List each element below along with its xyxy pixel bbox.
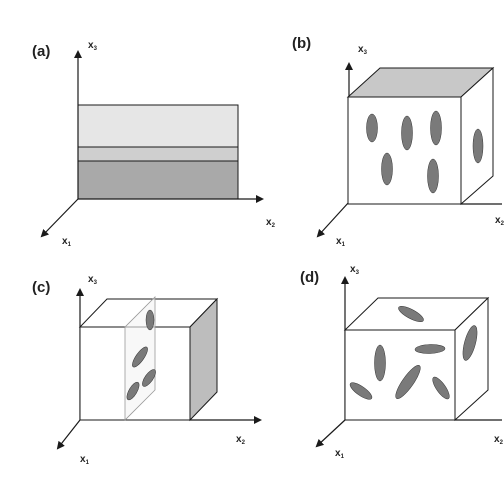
- axis-x3-label: x3: [88, 40, 98, 52]
- inclusion-ellipse: [395, 365, 421, 399]
- inclusion-ellipse: [142, 369, 156, 387]
- axis-x3-label: x3: [88, 274, 98, 286]
- inclusion-ellipse: [432, 376, 450, 400]
- axis-x1: [56, 419, 81, 450]
- panel-a: (a) x3 x2 x1: [32, 40, 276, 248]
- panel-c-label: (c): [32, 279, 50, 296]
- inclusion-ellipse: [381, 152, 393, 186]
- axis-x3-label: x3: [358, 44, 368, 56]
- layer-bottom: [77, 160, 239, 200]
- panel-a-label: (a): [32, 43, 50, 60]
- inclusion-ellipse: [132, 346, 148, 368]
- axis-x1: [40, 198, 79, 238]
- axis-x1: [315, 419, 346, 448]
- panel-d: (d) x3 x2 x1: [300, 264, 504, 460]
- panel-b: (b) x3 x2 x1: [292, 35, 504, 248]
- axis-x2-label: x2: [495, 215, 504, 227]
- panel-c: (c) x3 x2 x1: [32, 274, 262, 466]
- axis-x1-label: x1: [80, 454, 90, 466]
- inclusion-ellipse: [427, 158, 439, 194]
- inclusion-ellipse: [126, 381, 140, 401]
- inclusion-ellipse: [414, 344, 446, 354]
- cube-front-face: [347, 96, 462, 205]
- axis-x3-label: x3: [350, 264, 360, 276]
- inclusion-ellipse: [430, 110, 442, 146]
- inclusion-ellipse: [145, 309, 155, 331]
- layer-middle: [77, 146, 239, 162]
- inclusion-ellipse: [472, 128, 484, 164]
- inclusion-ellipse: [398, 306, 424, 322]
- inclusion-ellipse: [401, 115, 413, 151]
- inclusion-ellipse: [462, 325, 478, 361]
- inclusion-ellipse: [366, 113, 378, 143]
- axis-x2-label: x2: [494, 434, 504, 446]
- cube-front-face: [344, 329, 456, 421]
- layer-top: [77, 104, 239, 148]
- axis-x1-label: x1: [62, 236, 72, 248]
- axis-x1-label: x1: [335, 448, 345, 460]
- axis-x1: [316, 201, 350, 238]
- inclusion-ellipse: [349, 382, 373, 400]
- inclusion-ellipse: [374, 344, 386, 382]
- panel-d-label: (d): [300, 269, 319, 286]
- axis-x2-label: x2: [236, 434, 246, 446]
- panel-b-label: (b): [292, 35, 311, 52]
- axis-x1-label: x1: [336, 236, 346, 248]
- axis-x2-label: x2: [266, 217, 276, 229]
